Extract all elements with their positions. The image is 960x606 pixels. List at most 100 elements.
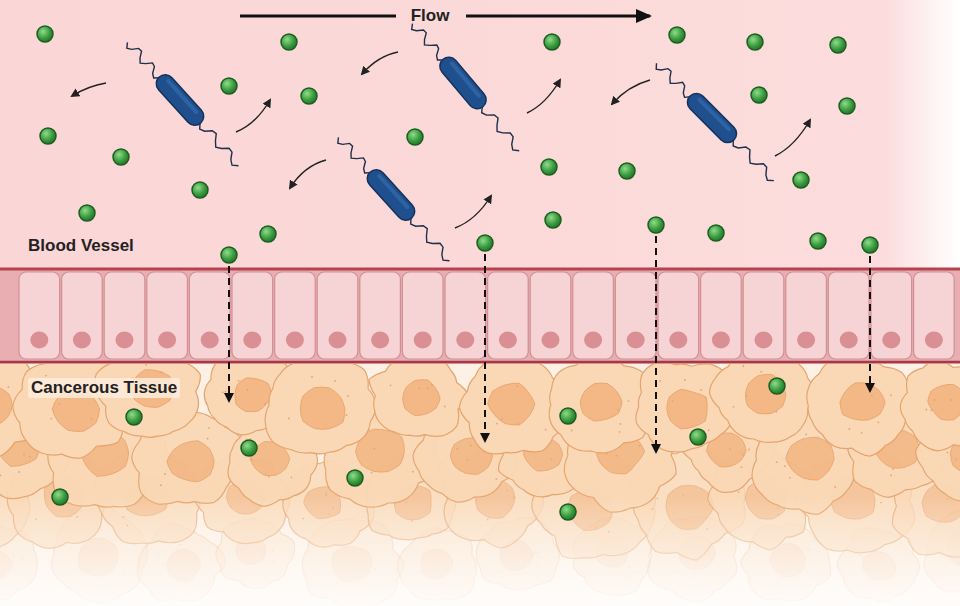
flagellum bbox=[730, 136, 778, 184]
nanoparticle bbox=[619, 163, 635, 179]
endothelial-nucleus bbox=[797, 332, 815, 349]
nanoparticle bbox=[810, 233, 826, 249]
vessel-wall bbox=[0, 268, 960, 364]
bacterium-highlight bbox=[696, 97, 731, 132]
endothelial-nucleus bbox=[329, 332, 347, 349]
nanoparticle bbox=[192, 182, 208, 198]
nanoparticle bbox=[281, 34, 297, 50]
flagellum bbox=[196, 119, 242, 168]
flagellum bbox=[335, 134, 374, 176]
endothelial-nucleus bbox=[371, 332, 389, 349]
endothelial-nucleus bbox=[542, 332, 560, 349]
endothelial-nucleus bbox=[243, 332, 261, 349]
endothelial-nucleus bbox=[627, 332, 645, 349]
tissue-nanoparticles bbox=[52, 378, 785, 520]
endothelial-cell bbox=[871, 272, 912, 359]
bacterium-body bbox=[436, 53, 490, 112]
bacterium-body bbox=[364, 166, 419, 224]
endothelial-cell bbox=[147, 272, 188, 359]
endothelial-cell bbox=[232, 272, 273, 359]
bacterium bbox=[406, 17, 526, 156]
nanoparticle bbox=[793, 172, 809, 188]
tissue-fade bbox=[0, 362, 960, 606]
bacteria bbox=[121, 17, 780, 266]
endothelial-nucleus bbox=[286, 332, 304, 349]
motion-arrows bbox=[72, 52, 810, 228]
endothelial-nucleus bbox=[669, 332, 687, 349]
endothelial-nucleus bbox=[925, 332, 943, 349]
endothelial-nucleus bbox=[499, 332, 517, 349]
nanoparticle bbox=[260, 226, 276, 242]
endothelial-cell bbox=[743, 272, 784, 359]
endothelial-nucleus bbox=[712, 332, 730, 349]
endothelial-cell bbox=[317, 272, 358, 359]
nanoparticle bbox=[126, 409, 142, 425]
nanoparticle bbox=[830, 37, 846, 53]
endothelial-cell bbox=[19, 272, 60, 359]
nanoparticle bbox=[862, 237, 878, 253]
flagellum bbox=[653, 60, 694, 101]
endothelial-cell bbox=[445, 272, 486, 359]
region-label: Blood Vessel bbox=[28, 236, 134, 256]
nanoparticle bbox=[52, 489, 68, 505]
nanoparticle bbox=[747, 34, 763, 50]
endothelial-cell bbox=[275, 272, 316, 359]
bacterium-highlight bbox=[165, 78, 199, 115]
bacterium bbox=[650, 56, 780, 186]
bacterium bbox=[332, 131, 456, 266]
flagellum bbox=[409, 20, 447, 63]
flow-label: Flow bbox=[411, 6, 450, 26]
endothelial-nucleus bbox=[456, 332, 474, 349]
endothelial-cell bbox=[360, 272, 401, 359]
endothelial-nucleus bbox=[116, 332, 134, 349]
endothelial-nucleus bbox=[158, 332, 176, 349]
wall-top-edge bbox=[0, 268, 960, 271]
nanoparticle bbox=[708, 225, 724, 241]
endothelial-cell bbox=[701, 272, 742, 359]
endothelial-nucleus bbox=[201, 332, 219, 349]
endothelial-cell bbox=[615, 272, 656, 359]
flagellum bbox=[478, 103, 522, 153]
nanoparticle bbox=[769, 378, 785, 394]
endothelial-nucleus bbox=[30, 332, 48, 349]
tissue-ground bbox=[0, 362, 960, 606]
endothelial-cell bbox=[786, 272, 827, 359]
nanoparticle bbox=[407, 129, 423, 145]
nanoparticle bbox=[221, 78, 237, 94]
endothelial-cell bbox=[104, 272, 145, 359]
endothelial-nucleus bbox=[840, 332, 858, 349]
bacterium-highlight bbox=[376, 173, 410, 210]
nanoparticle bbox=[221, 247, 237, 263]
nanoparticle bbox=[648, 217, 664, 233]
endothelial-cell bbox=[914, 272, 955, 359]
endothelial-cell bbox=[573, 272, 614, 359]
flagellum bbox=[407, 214, 453, 263]
endothelial-cell bbox=[189, 272, 230, 359]
nanoparticle bbox=[477, 235, 493, 251]
endothelial-cell bbox=[828, 272, 869, 359]
region-label: Cancerous Tissue bbox=[28, 378, 180, 398]
blood-region bbox=[0, 0, 960, 270]
nanoparticle bbox=[113, 149, 129, 165]
nanoparticle bbox=[241, 440, 257, 456]
nanoparticle bbox=[751, 87, 767, 103]
nanoparticle bbox=[544, 34, 560, 50]
cancer-tissue bbox=[0, 343, 960, 606]
nanoparticle bbox=[40, 128, 56, 144]
endothelial-nucleus bbox=[73, 332, 91, 349]
endothelial-cell bbox=[488, 272, 529, 359]
endothelial-nucleus bbox=[414, 332, 432, 349]
nanoparticle bbox=[347, 470, 363, 486]
nanoparticle bbox=[839, 98, 855, 114]
nanoparticle bbox=[669, 27, 685, 43]
endothelial-nucleus bbox=[882, 332, 900, 349]
bacterium-body bbox=[153, 71, 208, 129]
nanoparticle bbox=[560, 504, 576, 520]
nanoparticle bbox=[545, 212, 561, 228]
endothelial-cell bbox=[62, 272, 103, 359]
nanoparticle bbox=[541, 159, 557, 175]
extravasation-arrows bbox=[229, 236, 870, 452]
bacterium bbox=[121, 36, 245, 171]
